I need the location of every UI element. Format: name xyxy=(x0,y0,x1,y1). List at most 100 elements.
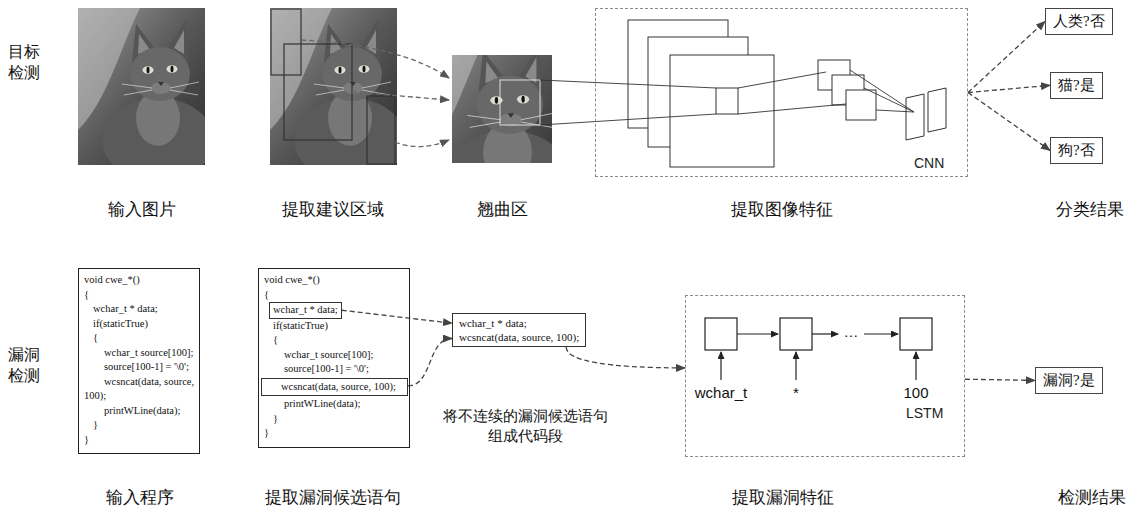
cnn-links xyxy=(540,70,914,125)
code-line: wchar_t source[100]; xyxy=(284,348,405,363)
token-label: wchar_t xyxy=(695,383,748,403)
projection-line xyxy=(864,88,914,112)
result-text: 猫?是 xyxy=(1058,76,1095,95)
dense-layer xyxy=(928,88,946,132)
dashed-arrow xyxy=(965,379,1035,380)
code-line: wchar_t * data; xyxy=(273,303,338,318)
code-line: source[100-1] = '\0'; xyxy=(284,362,405,377)
code-line: wchar_t source[100]; xyxy=(104,346,195,361)
kernel-square xyxy=(716,88,738,114)
code-line: printWLine(data); xyxy=(284,397,405,412)
result-box: 人类?否 xyxy=(1045,8,1113,35)
code-line: } xyxy=(84,433,195,448)
dashed-arrow xyxy=(566,347,685,368)
result-box: 漏洞?是 xyxy=(1035,367,1103,394)
code-line: if(staticTrue) xyxy=(273,319,405,334)
dashed-arrow xyxy=(301,40,449,78)
input-arrow xyxy=(915,352,916,380)
projection-line xyxy=(540,80,716,88)
proposal-box xyxy=(367,96,395,164)
dashed-arrow xyxy=(352,92,449,100)
state-arrow xyxy=(737,333,778,334)
dashed-arrow xyxy=(968,93,1050,151)
region-label: LSTM xyxy=(906,405,943,421)
step-caption: 输入图片 xyxy=(108,199,176,221)
lstm-cell xyxy=(705,318,737,350)
result-box: 猫?是 xyxy=(1050,72,1103,99)
code-line: { xyxy=(84,288,195,303)
proposal-arrows xyxy=(301,40,449,147)
lstm-arrows xyxy=(721,334,916,380)
step-caption: 提取漏洞候选语句 xyxy=(265,487,401,509)
lstm-cells xyxy=(705,318,932,350)
code-line: wchar_t * data; xyxy=(93,302,195,317)
lstm-cell xyxy=(900,318,932,350)
result-text: 人类?否 xyxy=(1053,12,1105,31)
token-label: * xyxy=(793,383,799,403)
row-title: 目标 检测 xyxy=(8,42,44,84)
code-line: { xyxy=(264,288,405,303)
step-caption: 提取图像特征 xyxy=(731,199,833,221)
state-arrow xyxy=(812,333,838,334)
warped-photo-image xyxy=(419,33,570,221)
candidate-highlight: wcsncat(data, source, 100); xyxy=(261,378,408,397)
code-line: void cwe_*() xyxy=(264,273,405,288)
code-line: if(staticTrue) xyxy=(93,317,195,332)
state-arrow xyxy=(864,333,898,334)
code-line: { xyxy=(93,331,195,346)
dashed-arrow xyxy=(968,85,1050,92)
dashed-arrow xyxy=(342,310,452,323)
code-line: wchar_t * data; xyxy=(459,316,579,330)
code-line: } xyxy=(273,412,405,427)
code-line: { xyxy=(273,333,405,348)
code-line: wcsncat(data, source, 100); xyxy=(459,330,579,344)
region-label: CNN xyxy=(914,155,944,171)
code-line: printWLine(data); xyxy=(104,404,195,419)
step-caption: 提取漏洞特征 xyxy=(732,487,834,509)
lstm-region: LSTM xyxy=(685,295,965,457)
ellipsis: … xyxy=(844,322,859,342)
step-caption: 分类结果 xyxy=(1056,199,1124,221)
candidate-highlight: wchar_t * data; xyxy=(269,302,342,319)
input-arrow xyxy=(720,352,721,380)
focus-square xyxy=(500,80,540,125)
input-photo xyxy=(78,8,214,182)
code-line: wcsncat(data, source, 100); xyxy=(84,375,195,404)
code-box: void cwe_*(){wchar_t * data;if(staticTru… xyxy=(78,268,200,454)
step-caption: 提取建议区域 xyxy=(282,199,384,221)
code-line: void cwe_*() xyxy=(84,273,195,288)
code-line: } xyxy=(93,418,195,433)
lstm-cell xyxy=(780,318,812,350)
result-text: 狗?否 xyxy=(1058,141,1095,160)
step-caption: 翘曲区 xyxy=(477,199,528,221)
step-caption: 输入程序 xyxy=(106,487,174,509)
note-text: 将不连续的漏洞候选语句 组成代码段 xyxy=(439,407,611,446)
code-line: } xyxy=(264,426,405,441)
code-box: void cwe_*(){wchar_t * data;if(staticTru… xyxy=(258,268,410,448)
proposal-box xyxy=(284,44,352,140)
cnn-layers xyxy=(628,20,946,167)
cnn-region: CNN xyxy=(595,8,968,177)
projection-line xyxy=(738,72,826,88)
projection-line xyxy=(876,110,914,112)
result-box: 狗?否 xyxy=(1050,137,1103,164)
input-arrow xyxy=(795,352,796,380)
warped-photo xyxy=(419,33,570,221)
projection-line xyxy=(738,104,846,114)
step-caption: 检测结果 xyxy=(1058,487,1126,509)
feature-map xyxy=(670,55,774,167)
snippet-box: wchar_t * data;wcsncat(data, source, 100… xyxy=(452,313,586,347)
code-line: wcsncat(data, source, 100); xyxy=(264,380,405,395)
projection-line xyxy=(850,70,914,112)
dashed-arrow xyxy=(395,140,449,147)
token-label: 100 xyxy=(903,383,928,403)
projection-line xyxy=(540,114,716,125)
result-text: 漏洞?是 xyxy=(1043,371,1095,390)
proposal-boxes xyxy=(271,9,395,164)
code-line: source[100-1] = '\0'; xyxy=(104,360,195,375)
feature-map xyxy=(846,90,876,120)
proposal-box xyxy=(271,9,301,75)
